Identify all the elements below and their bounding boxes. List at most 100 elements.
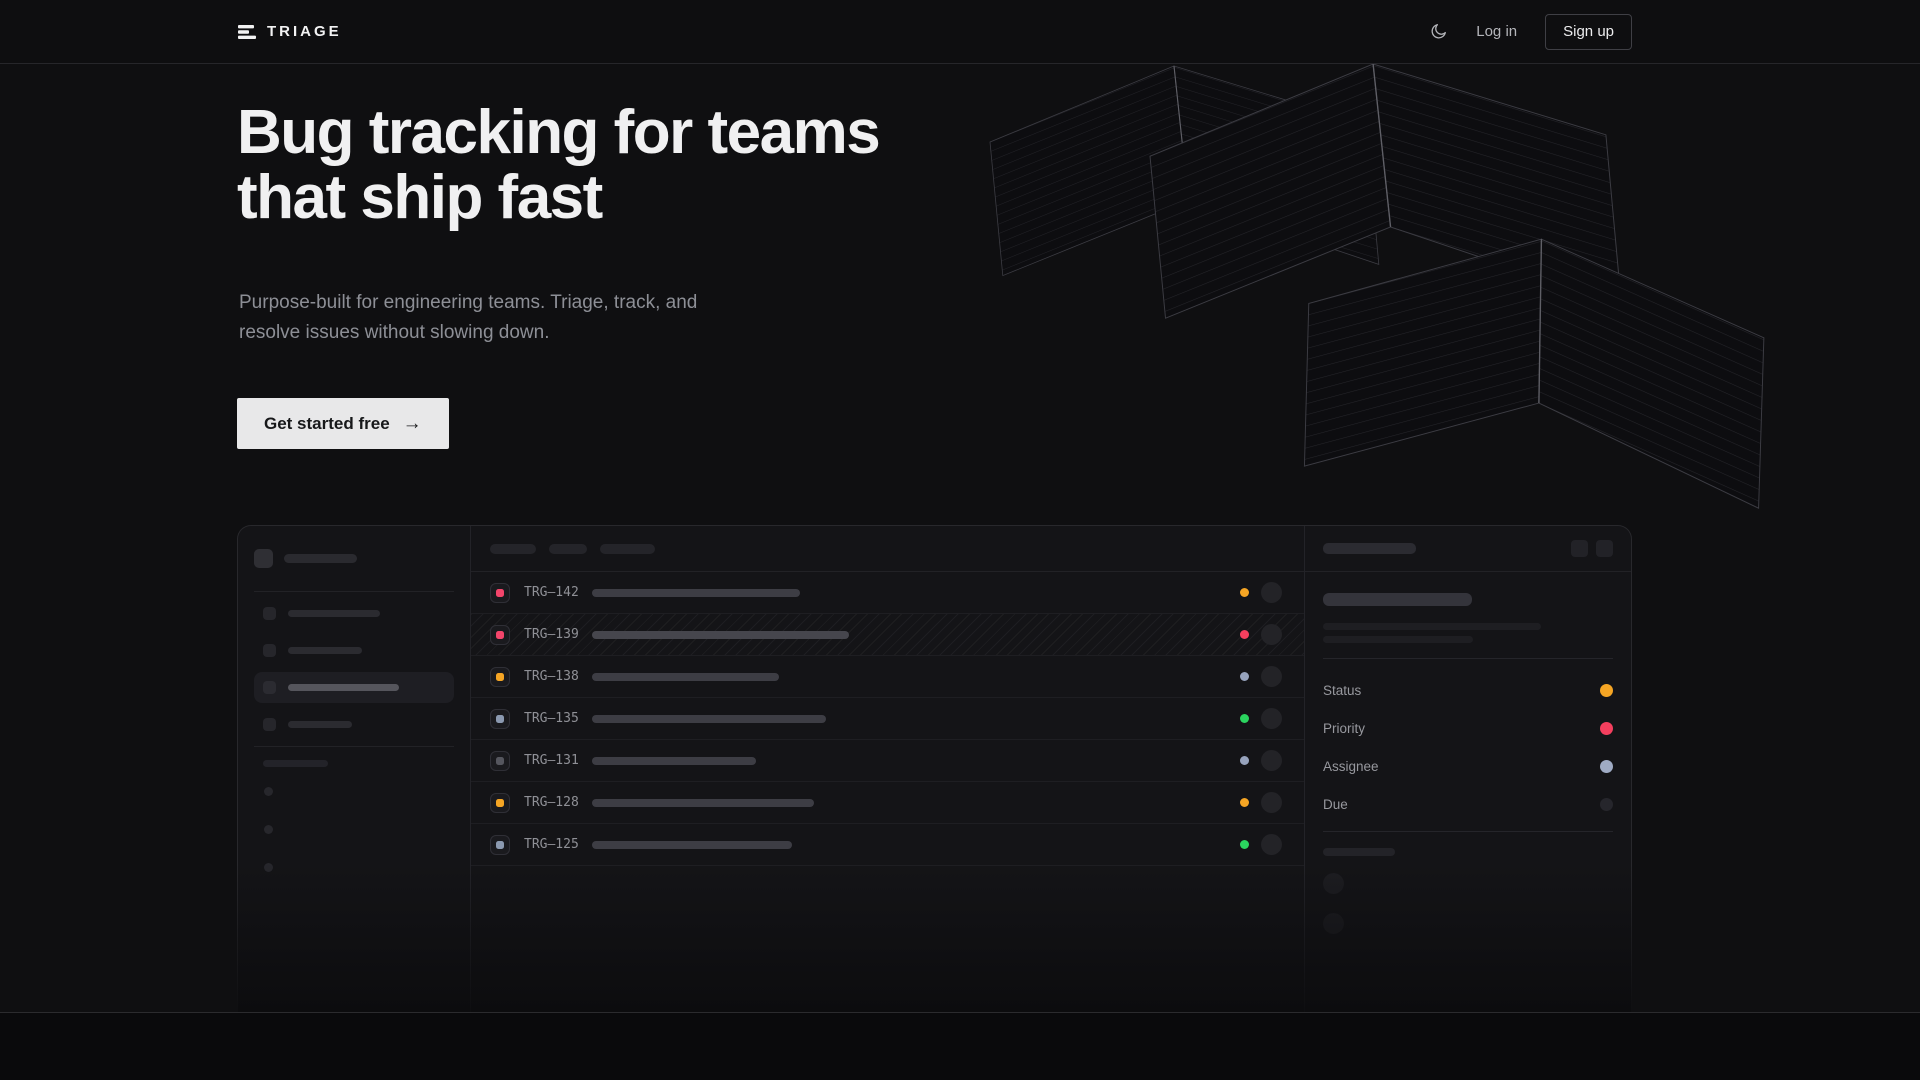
sidebar-item-icon — [263, 681, 276, 694]
workspace-switcher[interactable] — [254, 549, 454, 568]
issue-type-icon — [490, 666, 510, 687]
field-row-priority[interactable]: Priority — [1323, 709, 1613, 747]
detail-description-skeleton — [1323, 636, 1473, 643]
signup-button[interactable]: Sign up — [1545, 13, 1632, 50]
field-row-due[interactable]: Due — [1323, 785, 1613, 823]
sidebar-nav-list — [254, 598, 454, 740]
footer — [0, 1013, 1920, 1080]
issue-row-selected[interactable]: TRG–139 — [471, 614, 1304, 656]
issue-title-skeleton — [592, 714, 826, 723]
issue-id: TRG–138 — [524, 669, 579, 684]
sidebar-item-label-skeleton — [288, 647, 362, 654]
sidebar-divider — [254, 746, 454, 747]
detail-header-skeleton — [1323, 543, 1416, 554]
hero-subtitle-line2: resolve issues without slowing down. — [239, 322, 550, 343]
sidebar-item[interactable] — [254, 598, 454, 629]
detail-field-list: Status Priority Assignee Due — [1323, 671, 1613, 823]
panel-divider — [1323, 831, 1613, 832]
issue-title-skeleton — [592, 672, 779, 681]
arrow-right-icon: → — [402, 412, 422, 434]
issue-status-dot — [1240, 756, 1249, 765]
sidebar-item-icon — [263, 607, 276, 620]
issue-row[interactable]: TRG–125 — [471, 824, 1304, 866]
issue-status-dot — [1240, 672, 1249, 681]
issue-assignee-avatar — [1261, 666, 1282, 687]
issue-id: TRG–135 — [524, 711, 579, 726]
issue-status-dot — [1240, 714, 1249, 723]
issue-type-icon — [490, 792, 510, 813]
due-value-dot — [1600, 797, 1613, 811]
sidebar-dot — [264, 787, 273, 796]
issue-title-skeleton — [592, 588, 800, 597]
hero-title: Bug tracking for teams that ship fast — [237, 100, 881, 230]
field-label: Due — [1323, 796, 1348, 812]
issue-list-panel: TRG–142 TRG–139 TRG–138 — [471, 526, 1305, 1013]
sidebar-item-icon — [263, 644, 276, 657]
sidebar-item[interactable] — [254, 709, 454, 740]
sidebar-dot — [264, 825, 273, 834]
hero-subtitle: Purpose-built for engineering teams. Tri… — [239, 288, 697, 348]
issue-id: TRG–142 — [524, 585, 579, 600]
issue-detail-panel: Status Priority Assignee Due — [1305, 526, 1631, 1013]
brand-name: TRIAGE — [267, 23, 342, 40]
issue-row[interactable]: TRG–138 — [471, 656, 1304, 698]
priority-value-dot — [1600, 721, 1613, 735]
panel-action-button[interactable] — [1596, 540, 1613, 557]
issue-status-dot — [1240, 840, 1249, 849]
brand-logo[interactable]: TRIAGE — [237, 23, 342, 40]
field-row-assignee[interactable]: Assignee — [1323, 747, 1613, 785]
activity-avatar — [1323, 913, 1344, 934]
filter-tab-skeleton[interactable] — [549, 543, 587, 554]
issue-assignee-avatar — [1261, 792, 1282, 813]
issue-status-dot — [1240, 588, 1249, 597]
issue-row[interactable]: TRG–135 — [471, 698, 1304, 740]
issue-row[interactable]: TRG–128 — [471, 782, 1304, 824]
issue-title-skeleton — [592, 756, 756, 765]
filter-tab-skeleton[interactable] — [600, 543, 655, 554]
issue-assignee-avatar — [1261, 834, 1282, 855]
issue-row[interactable]: TRG–142 — [471, 572, 1304, 614]
issue-row[interactable]: TRG–131 — [471, 740, 1304, 782]
workspace-name-skeleton — [284, 554, 357, 563]
sidebar-item-icon — [263, 718, 276, 731]
status-value-dot — [1600, 683, 1613, 697]
nav-actions: Log in Sign up — [1429, 13, 1632, 50]
triage-logo-icon — [238, 24, 256, 39]
detail-title-skeleton — [1323, 593, 1472, 606]
top-nav: TRIAGE Log in Sign up — [0, 0, 1920, 64]
field-row-status[interactable]: Status — [1323, 671, 1613, 709]
issue-status-dot — [1240, 630, 1249, 639]
assignee-value-dot — [1600, 759, 1613, 773]
filter-tab-skeleton[interactable] — [490, 543, 536, 554]
issue-title-skeleton — [592, 630, 849, 639]
panel-divider — [1323, 658, 1613, 659]
issue-type-icon — [490, 624, 510, 645]
sidebar-item[interactable] — [254, 635, 454, 666]
field-label: Assignee — [1323, 758, 1379, 774]
issue-type-icon — [490, 834, 510, 855]
login-link[interactable]: Log in — [1476, 23, 1518, 40]
moon-icon[interactable] — [1429, 22, 1448, 41]
issue-id: TRG–139 — [524, 627, 579, 642]
issue-title-skeleton — [592, 798, 814, 807]
sidebar-dot — [264, 863, 273, 872]
issue-type-icon — [490, 582, 510, 603]
field-label: Status — [1323, 682, 1362, 698]
issue-id: TRG–128 — [524, 795, 579, 810]
sidebar-item-label-skeleton — [288, 684, 399, 691]
issue-status-dot — [1240, 798, 1249, 807]
cta-label: Get started free — [264, 413, 390, 433]
sidebar-item-active[interactable] — [254, 672, 454, 703]
sidebar-divider — [254, 591, 454, 592]
issue-id: TRG–131 — [524, 753, 579, 768]
sidebar-item-label-skeleton — [288, 721, 352, 728]
get-started-button[interactable]: Get started free → — [237, 398, 449, 449]
field-label: Priority — [1323, 720, 1366, 736]
app-mockup-card: TRG–142 TRG–139 TRG–138 — [237, 525, 1632, 1013]
panel-action-button[interactable] — [1571, 540, 1588, 557]
activity-avatar — [1323, 873, 1344, 894]
hero-subtitle-line1: Purpose-built for engineering teams. Tri… — [239, 292, 698, 313]
sidebar-item-label-skeleton — [288, 610, 380, 617]
mockup-sidebar — [238, 526, 471, 1013]
